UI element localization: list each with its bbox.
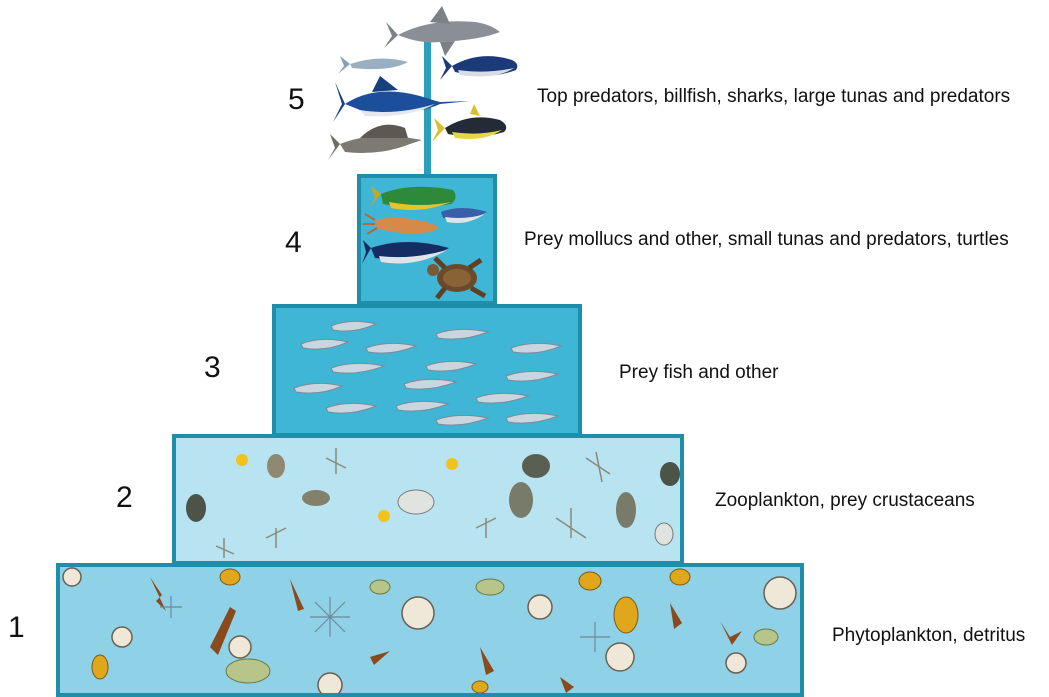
level-2-number: 2 xyxy=(116,483,133,513)
prey-fish-icon xyxy=(426,361,476,371)
prey-fish-icon xyxy=(294,383,342,393)
green-alga-icon xyxy=(370,580,390,594)
dinoflagellate-icon xyxy=(290,579,304,611)
prey-fish-icon xyxy=(366,343,416,353)
shark-icon xyxy=(384,6,500,56)
prey-fish-icon xyxy=(511,343,561,353)
prey-fish-icon xyxy=(326,403,376,413)
dinoflagellate-icon xyxy=(670,603,682,629)
green-alga-icon xyxy=(476,579,504,595)
larva-icon xyxy=(378,510,390,522)
green-alga-icon xyxy=(226,659,270,683)
level-4-number: 4 xyxy=(285,228,302,258)
small-tuna-icon xyxy=(441,208,487,223)
diatom-icon xyxy=(764,577,796,609)
phytoplankton-illustration xyxy=(60,567,804,697)
krill-icon xyxy=(509,482,533,518)
level-3-label: Prey fish and other xyxy=(619,362,778,384)
copepod-icon xyxy=(522,454,550,478)
dinoflagellate-icon xyxy=(560,677,574,693)
diatom-icon xyxy=(402,597,434,629)
level-3-number: 3 xyxy=(204,353,221,383)
krill-icon xyxy=(302,490,330,506)
zoea-icon xyxy=(556,508,586,538)
copepod-icon xyxy=(186,494,206,522)
marlin-icon xyxy=(333,76,470,122)
copepod-icon xyxy=(660,462,680,486)
coccolith-icon xyxy=(472,681,488,693)
zoea-icon xyxy=(266,528,286,548)
diatom-icon xyxy=(63,568,81,586)
radiolarian-icon xyxy=(310,597,350,637)
copepod-icon xyxy=(655,523,673,545)
zoea-icon xyxy=(326,448,346,474)
yellowfin-tuna-icon xyxy=(432,104,506,142)
larva-icon xyxy=(236,454,248,466)
tier-2-box xyxy=(172,434,684,565)
radiolarian-icon xyxy=(580,622,610,652)
tuna-icon xyxy=(338,56,408,74)
prey-fish-icon xyxy=(506,371,558,381)
zoea-icon xyxy=(476,518,496,538)
level-4-label: Prey mollucs and other, small tunas and … xyxy=(524,229,1009,251)
diatom-icon xyxy=(606,643,634,671)
level-2-label: Zooplankton, prey crustaceans xyxy=(715,490,975,512)
squid-icon xyxy=(363,214,439,234)
top-predators-illustration xyxy=(0,0,560,175)
prey-mollusc-turtle-illustration xyxy=(361,178,497,305)
level-1-label: Phytoplankton, detritus xyxy=(832,625,1025,647)
dinoflagellate-icon xyxy=(150,577,166,611)
level-1-number: 1 xyxy=(8,613,25,643)
green-alga-icon xyxy=(754,629,778,645)
dinoflagellate-icon xyxy=(360,637,390,665)
isopod-icon xyxy=(398,490,434,514)
sailfish-icon xyxy=(328,125,422,160)
bluefin-tuna-icon xyxy=(440,56,517,80)
mahi-mahi-icon xyxy=(369,186,456,210)
dinoflagellate-icon xyxy=(480,647,494,675)
tier-4-box xyxy=(357,174,497,305)
zoea-icon xyxy=(586,452,610,482)
prey-fish-illustration xyxy=(276,308,582,437)
zooplankton-illustration xyxy=(176,438,684,565)
dinoflagellate-icon xyxy=(720,621,742,645)
diatom-icon xyxy=(112,627,132,647)
diatom-icon xyxy=(229,636,251,658)
level-5-number: 5 xyxy=(288,85,305,115)
prey-fish-icon xyxy=(476,393,528,403)
coccolith-icon xyxy=(670,569,690,585)
larva-icon xyxy=(446,458,458,470)
prey-fish-icon xyxy=(331,321,376,331)
krill-icon xyxy=(616,492,636,528)
prey-fish-icon xyxy=(436,415,488,425)
sea-turtle-icon xyxy=(427,258,485,298)
radiolarian-icon xyxy=(160,596,182,618)
prey-fish-icon xyxy=(331,363,384,373)
level-5-label: Top predators, billfish, sharks, large t… xyxy=(537,86,1010,108)
prey-fish-icon xyxy=(436,329,488,339)
prey-fish-icon xyxy=(404,379,456,389)
coccolith-icon xyxy=(92,655,108,679)
diatom-icon xyxy=(726,653,746,673)
tier-3-box xyxy=(272,304,582,437)
zoea-icon xyxy=(216,538,234,558)
prey-fish-icon xyxy=(301,339,348,349)
coccolith-icon xyxy=(579,572,601,590)
diatom-icon xyxy=(528,595,552,619)
diatom-icon xyxy=(318,673,342,697)
prey-fish-icon xyxy=(506,413,558,423)
coccolith-icon xyxy=(614,597,638,633)
prey-fish-icon xyxy=(396,401,448,411)
coccolith-icon xyxy=(220,569,240,585)
copepod-icon xyxy=(267,454,285,478)
tier-1-box xyxy=(56,563,804,697)
